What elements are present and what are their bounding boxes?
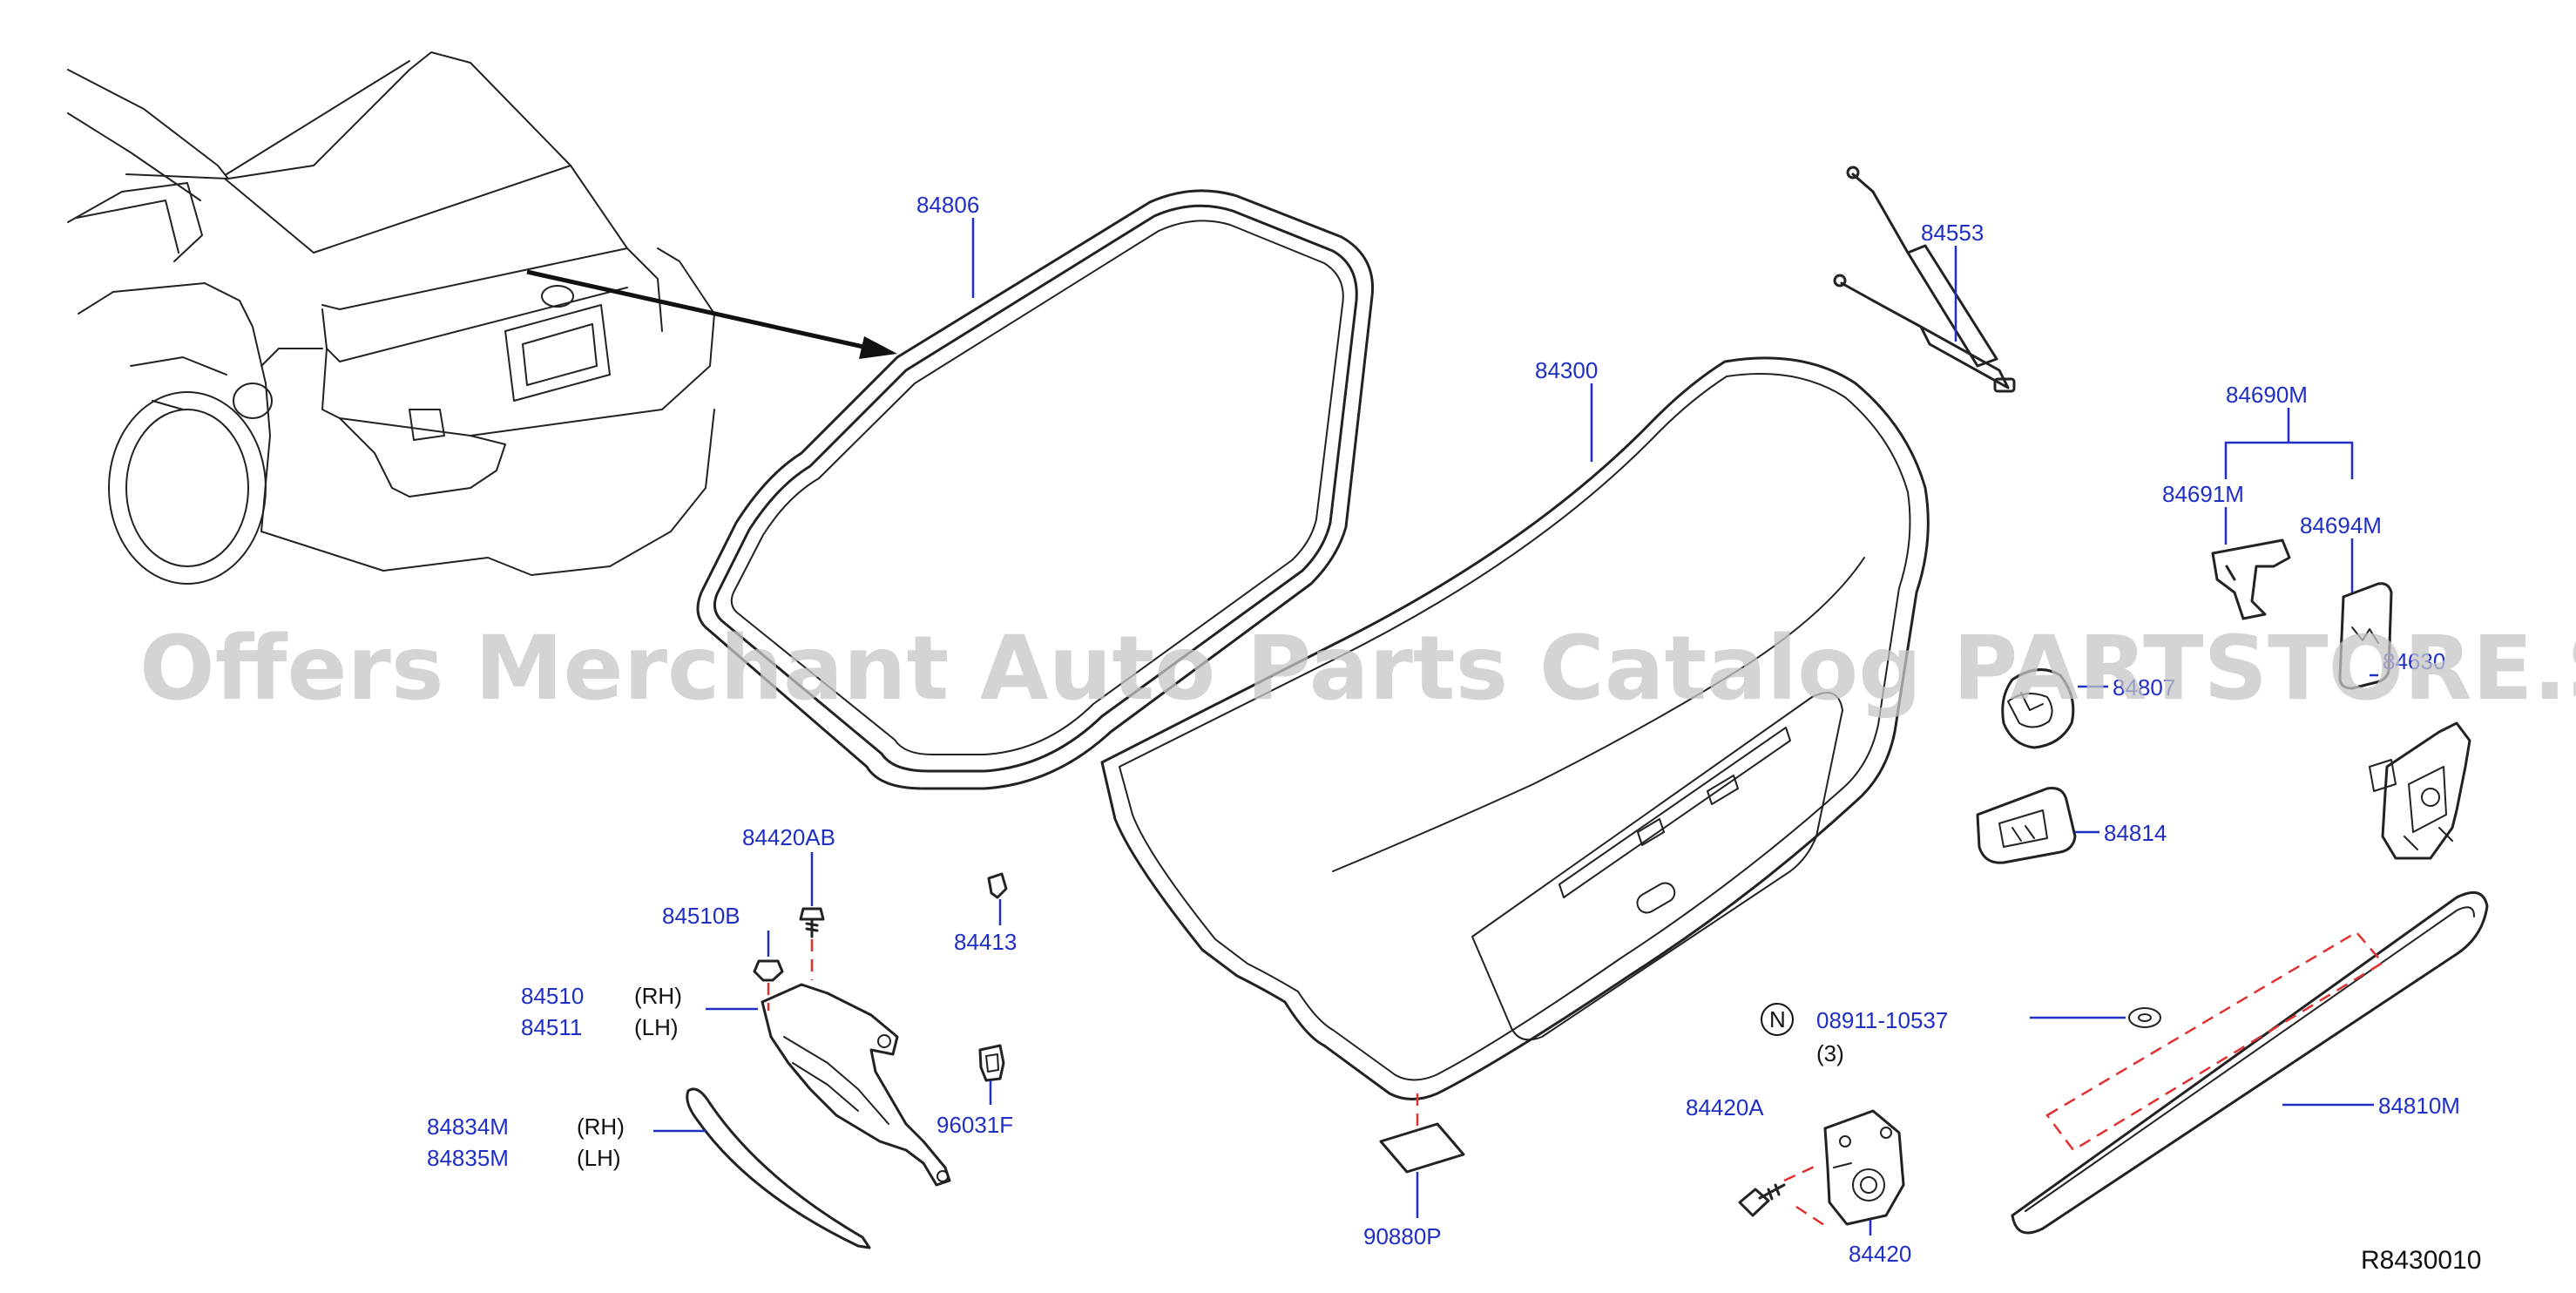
- finisher-alignment: [2045, 931, 2384, 1152]
- callout-84810m: 84810M: [2378, 1093, 2460, 1119]
- lid-actuator-part: [2369, 721, 2471, 860]
- trunk-lid-part: [1100, 356, 1930, 1100]
- side-label-lh-finisher: (LH): [577, 1145, 621, 1171]
- callout-84510b: 84510B: [662, 903, 740, 929]
- lid-lock-part: [1823, 1109, 1905, 1226]
- clip-part: [978, 1044, 1005, 1082]
- pad-part: [1379, 1122, 1465, 1174]
- callout-84510: 84510: [521, 983, 584, 1009]
- lock-handle-part: [2211, 538, 2291, 620]
- callout-84630: 84630: [2383, 648, 2445, 674]
- hinge-nut-part: [753, 959, 784, 982]
- callout-84690m: 84690M: [2226, 382, 2308, 408]
- callout-96031f: 96031F: [936, 1112, 1013, 1138]
- weatherstrip-part: [696, 189, 1375, 790]
- watermark: Offers Merchant Auto Parts Catalog PARTS…: [139, 617, 2576, 721]
- callout-84694m: 84694M: [2300, 512, 2382, 538]
- lock-bolt-part: [1738, 1183, 1786, 1217]
- callout-84691m: 84691M: [2162, 481, 2244, 507]
- callout-84834m: 84834M: [427, 1114, 509, 1140]
- callout-08911-10537: 08911-10537: [1816, 1007, 1948, 1033]
- callout-84413: 84413: [954, 929, 1017, 955]
- callout-84807: 84807: [2113, 674, 2175, 701]
- callout-84300: 84300: [1535, 357, 1598, 383]
- side-finisher-part: [686, 1087, 871, 1249]
- side-label-rh-hinge: (RH): [634, 983, 682, 1009]
- side-label-rh-finisher: (RH): [577, 1114, 625, 1140]
- callout-84420ab: 84420AB: [742, 824, 835, 850]
- standard-part-symbol: N: [1769, 1006, 1786, 1032]
- callout-84806: 84806: [916, 192, 979, 218]
- opener-switch-part: [2001, 668, 2075, 749]
- callout-84835m: 84835M: [427, 1145, 509, 1171]
- lock-cover-part: [2338, 582, 2393, 690]
- standard-part-qty: (3): [1816, 1040, 1844, 1066]
- upper-bolt-part: [799, 907, 825, 938]
- diagram-reference-code: R8430010: [2361, 1246, 2481, 1275]
- finisher-nut-part: [2128, 1007, 2161, 1028]
- trunk-hinge-part: [761, 983, 951, 1187]
- lid-grommet-part: [987, 872, 1008, 899]
- callout-90880p: 90880P: [1363, 1223, 1442, 1249]
- opener-handle-part: [1976, 787, 2077, 864]
- side-label-lh-hinge: (LH): [634, 1014, 679, 1040]
- callout-84420: 84420: [1849, 1241, 1911, 1267]
- callout-84511: 84511: [521, 1014, 582, 1040]
- standard-part-marker: N: [1761, 1003, 1794, 1036]
- callout-84420a: 84420A: [1686, 1094, 1764, 1120]
- gas-stay-part: [1833, 166, 2016, 393]
- lower-finisher-part: [2011, 890, 2489, 1235]
- pointer-arrow: [526, 269, 897, 359]
- callout-84553: 84553: [1921, 220, 1984, 246]
- vehicle-rear-view: [67, 51, 715, 585]
- callout-84814: 84814: [2104, 820, 2167, 846]
- lock-bolt-alignment: [1783, 1164, 1830, 1230]
- leader-lines: [653, 218, 2378, 1235]
